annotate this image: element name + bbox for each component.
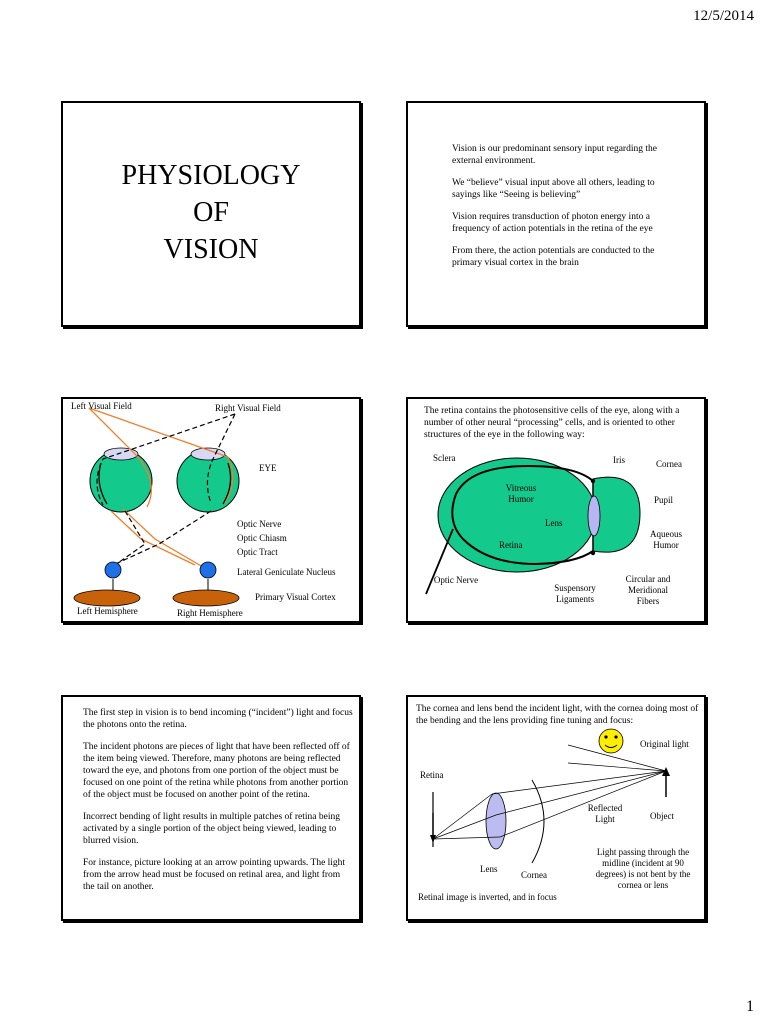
iris-bottom-marker: [590, 550, 596, 556]
right-hemisphere-label: Right Hemisphere: [177, 608, 243, 618]
slide-intro-text: The cornea and lens bend the incident li…: [416, 704, 699, 726]
paragraph: The first step in vision is to bend inco…: [83, 708, 353, 730]
eyeball: [437, 457, 597, 573]
refracted-ray: [432, 793, 493, 840]
original-light-label: Original light: [640, 739, 689, 749]
left-eye-lens: [103, 447, 139, 461]
paragraph: The incident photons are pieces of light…: [83, 742, 350, 800]
cornea-label: Cornea: [521, 870, 547, 880]
cornea-label: Cornea: [656, 459, 682, 469]
right-lgn: [199, 561, 217, 579]
eye-label: EYE: [259, 463, 277, 473]
refracted-ray: [432, 814, 497, 840]
left-hemisphere-cortex: [73, 589, 141, 607]
slide-body: The first step in vision is to bend inco…: [83, 707, 353, 903]
date-header: 12/5/2014: [693, 8, 754, 24]
refracted-ray: [432, 836, 501, 840]
visual-cortex-label: Primary Visual Cortex: [255, 592, 336, 602]
object-arrow-head: [662, 767, 670, 776]
slide-body: Vision is our predominant sensory input …: [452, 143, 672, 279]
optic-chiasm-label: Optic Chiasm: [237, 533, 287, 543]
retinal-image-caption: Retinal image is inverted, and in focus: [418, 892, 557, 902]
paragraph: Vision requires transduction of photon e…: [452, 212, 653, 234]
optics-diagram: [430, 728, 670, 864]
left-pathway-dashed: [114, 510, 146, 566]
inverted-image-arrow-head: [430, 835, 436, 843]
retina-layer: [451, 464, 594, 566]
slide-bending-light: The first step in vision is to bend inco…: [61, 695, 361, 921]
left-pathway-dashed-2: [108, 510, 212, 568]
paragraph: From there, the action potentials are co…: [452, 246, 655, 268]
visual-pathway-diagram: [73, 407, 240, 607]
right-field-ray-2: [206, 413, 236, 504]
slide-vision-intro: Vision is our predominant sensory input …: [406, 101, 706, 327]
paragraph: Incorrect bending of light results in mu…: [83, 812, 340, 846]
retina-label: Retina: [499, 540, 523, 550]
left-visual-field-label: Left Visual Field: [71, 401, 132, 411]
original-light-ray: [567, 762, 667, 772]
pupil-label: Pupil: [654, 495, 674, 505]
right-visual-field-label: Right Visual Field: [215, 403, 281, 413]
left-field-ray: [88, 407, 153, 508]
cornea-arc: [531, 779, 545, 864]
cornea-shape: [592, 476, 641, 553]
right-hemisphere-cortex: [172, 589, 240, 607]
left-lgn: [104, 561, 122, 579]
object-label: Object: [650, 811, 674, 821]
page-number: 1: [746, 998, 754, 1015]
right-field-ray: [96, 413, 236, 506]
reflected-ray: [495, 770, 667, 816]
aqueous-humor-label: Aqueous Humor: [650, 529, 682, 550]
paragraph: Vision is our predominant sensory input …: [452, 144, 657, 166]
lens-label: Lens: [545, 518, 563, 528]
slide-cornea-lens-optics: The cornea and lens bend the incident li…: [406, 695, 706, 921]
left-hemisphere-label: Left Hemisphere: [77, 606, 138, 616]
circular-meridional-fibers-label: Circular and Meridional Fibers: [625, 574, 671, 606]
title-line: VISION: [163, 234, 259, 265]
reflected-light-label: Reflected Light: [587, 803, 623, 824]
vitreous-humor-label: Vitreous Humor: [505, 483, 537, 504]
iris-label: Iris: [613, 455, 625, 465]
optic-nerve-line: [425, 528, 454, 595]
lgn-label: Lateral Geniculate Nucleus: [237, 567, 336, 577]
paragraph: For instance, picture looking at an arro…: [83, 858, 346, 892]
lens-label: Lens: [480, 864, 498, 874]
sclera-label: Sclera: [433, 453, 456, 463]
optic-tract-label: Optic Tract: [237, 547, 278, 557]
optic-nerve-label: Optic Nerve: [237, 519, 282, 529]
right-pathway-orange-2: [110, 510, 196, 566]
left-field-ray-cross: [88, 407, 234, 504]
retina-label: Retina: [420, 770, 444, 780]
right-retina-arc: [222, 462, 232, 505]
reflected-ray: [499, 770, 667, 838]
slide-intro-text: The retina contains the photosensitive c…: [424, 406, 680, 440]
original-light-ray: [567, 744, 667, 772]
optic-nerve-label: Optic Nerve: [433, 575, 479, 585]
paragraph: We “believe” visual input above all othe…: [452, 178, 655, 200]
iris-top-marker: [590, 478, 596, 484]
title-line: OF: [193, 197, 229, 228]
slide-retina-anatomy: The retina contains the photosensitive c…: [406, 397, 706, 623]
eye-anatomy-diagram: [425, 457, 641, 595]
slide-title-text: PHYSIOLOGY OF VISION: [63, 157, 359, 268]
lens-shape: [485, 792, 507, 850]
lens-shape: [587, 495, 601, 537]
slide-title: PHYSIOLOGY OF VISION: [61, 101, 361, 327]
suspensory-ligaments-label: Suspensory Ligaments: [554, 583, 596, 604]
slide-visual-pathway: Left Visual Field Right Visual Field EYE…: [61, 397, 361, 623]
midline-note: Light passing through the midline (incid…: [595, 847, 691, 890]
title-line: PHYSIOLOGY: [121, 160, 301, 191]
right-pathway-orange: [122, 508, 204, 568]
smiley-icon: [598, 728, 624, 754]
reflected-ray: [491, 770, 667, 795]
